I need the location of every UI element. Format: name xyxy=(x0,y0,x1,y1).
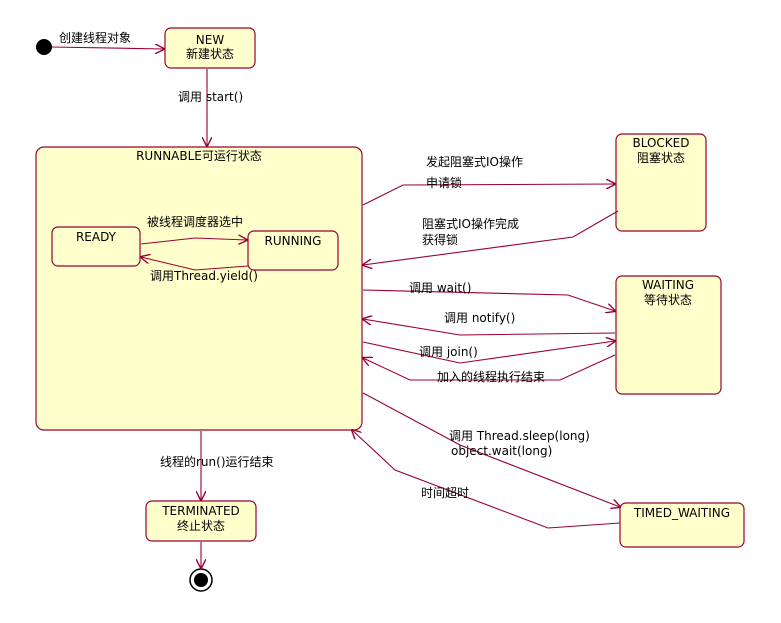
label-call-yield: 调用Thread.yield() xyxy=(150,269,258,283)
edge-join xyxy=(362,341,615,364)
label-joined-thread-finished: 加入的线程执行结束 xyxy=(437,369,545,384)
label-blocking-io-done: 阻塞式IO操作完成 xyxy=(422,216,519,231)
state-running: RUNNING xyxy=(247,230,339,271)
state-ready-name: READY xyxy=(76,230,117,244)
state-waiting-desc: 等待状态 xyxy=(644,293,692,307)
state-timed-waiting-name: TIMED_WAITING xyxy=(633,506,730,520)
state-runnable: RUNNABLE可运行状态 xyxy=(35,146,363,431)
state-new-name: NEW xyxy=(196,33,225,47)
edge-runnable-to-blocked xyxy=(362,184,615,206)
edge-runnable-to-timed-waiting xyxy=(362,392,620,507)
edge-timed-waiting-to-runnable xyxy=(352,430,621,529)
label-run-finished: 线程的run()运行结束 xyxy=(160,454,274,469)
state-running-name: RUNNING xyxy=(265,234,322,248)
label-blocking-io-start: 发起阻塞式IO操作 xyxy=(426,154,523,169)
state-blocked-desc: 阻塞状态 xyxy=(637,150,685,165)
initial-node xyxy=(36,39,52,55)
state-new-desc: 新建状态 xyxy=(186,46,234,61)
label-call-notify: 调用 notify() xyxy=(444,311,515,325)
state-terminated-name: TERMINATED xyxy=(161,504,240,518)
edge-blocked-to-runnable xyxy=(363,210,619,265)
final-node xyxy=(189,568,213,592)
state-new: NEW 新建状态 xyxy=(164,27,256,69)
state-waiting: WAITING 等待状态 xyxy=(615,275,722,395)
label-call-wait: 调用 wait() xyxy=(409,281,471,295)
edge-ready-to-running xyxy=(140,238,247,244)
edge-running-to-ready xyxy=(141,257,249,271)
state-ready: READY xyxy=(51,226,141,267)
edge-wait xyxy=(362,289,615,311)
edge-notify xyxy=(363,319,616,336)
state-blocked: BLOCKED 阻塞状态 xyxy=(615,133,707,232)
label-timeout: 时间超时 xyxy=(421,485,469,500)
label-create-thread: 创建线程对象 xyxy=(59,30,131,45)
label-call-join: 调用 join() xyxy=(419,345,478,359)
label-object-wait-long: object.wait(long) xyxy=(451,444,552,458)
state-runnable-title: RUNNABLE可运行状态 xyxy=(136,149,262,163)
state-blocked-name: BLOCKED xyxy=(632,136,689,150)
state-waiting-name: WAITING xyxy=(642,278,694,292)
label-selected-by-scheduler: 被线程调度器选中 xyxy=(147,214,243,229)
edge-initial-to-new xyxy=(51,47,164,49)
edge-join-finished xyxy=(363,354,616,381)
label-call-sleep: 调用 Thread.sleep(long) xyxy=(449,429,590,443)
label-got-lock: 获得锁 xyxy=(422,232,458,247)
state-timed-waiting: TIMED_WAITING xyxy=(619,502,745,548)
state-terminated-desc: 终止状态 xyxy=(177,518,225,533)
state-terminated: TERMINATED 终止状态 xyxy=(145,500,257,542)
label-call-start: 调用 start() xyxy=(178,90,243,104)
label-acquire-lock: 申请锁 xyxy=(426,175,462,190)
